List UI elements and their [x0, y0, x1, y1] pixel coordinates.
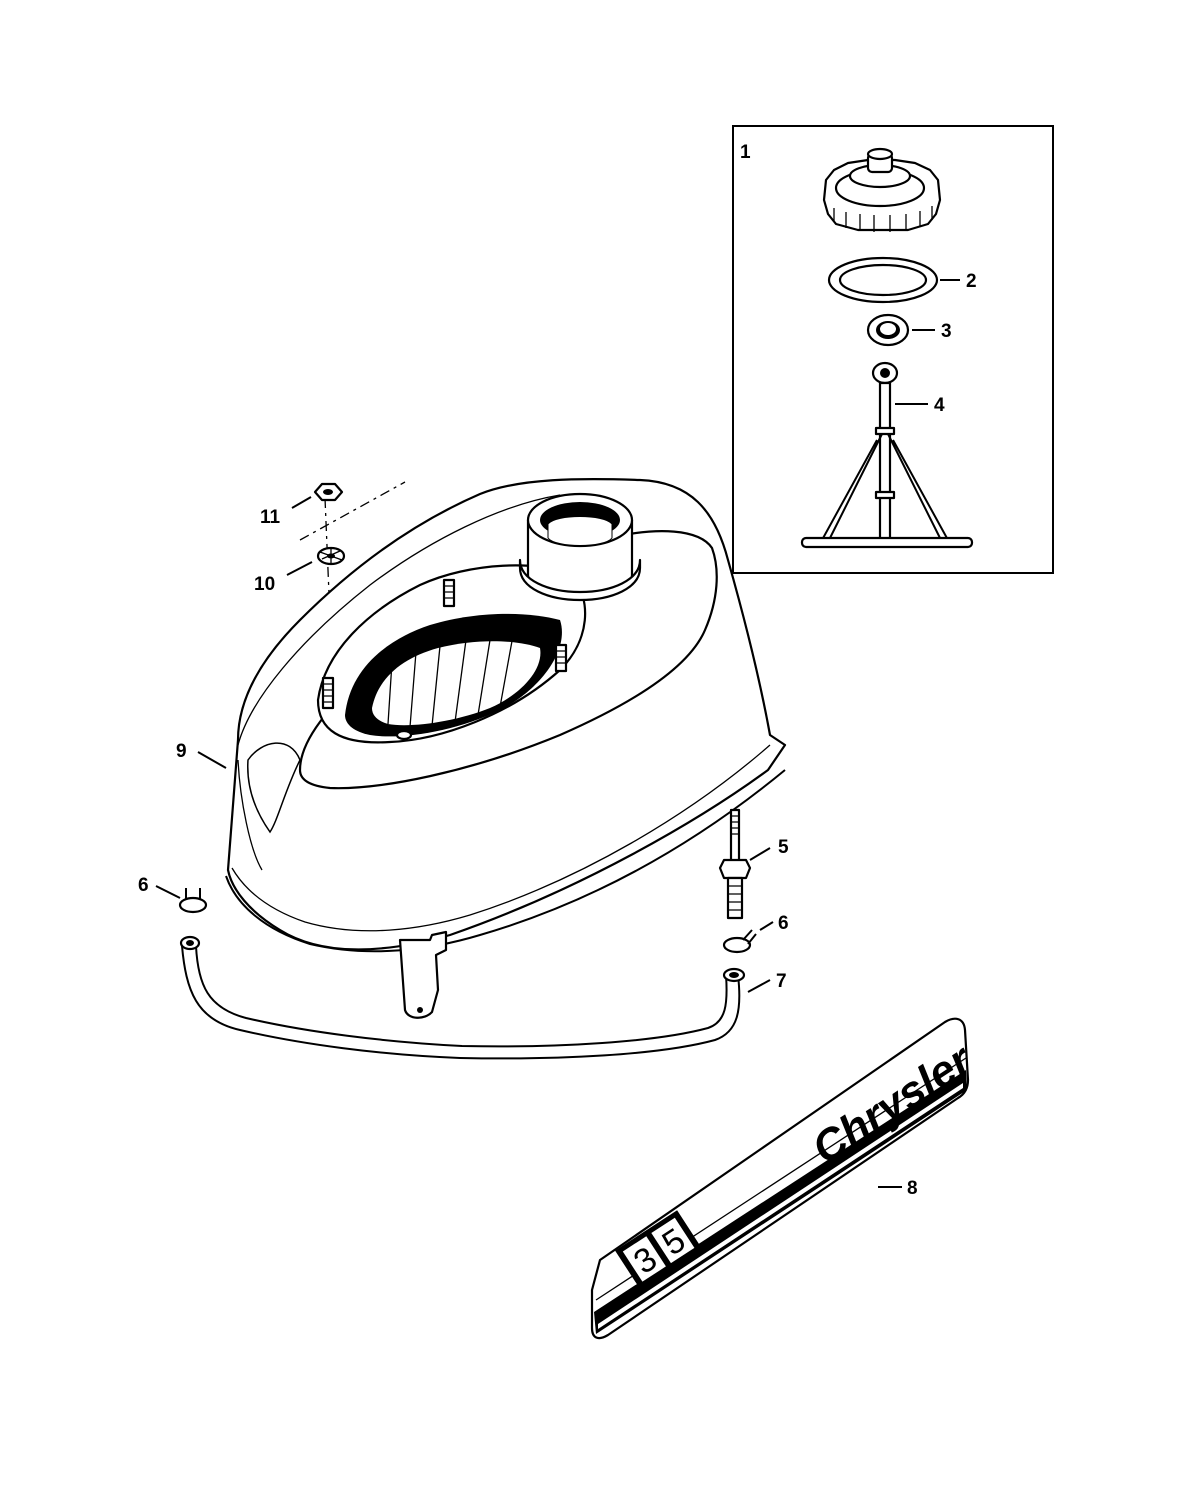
- fuel-cap: [822, 147, 942, 232]
- o-ring: [827, 256, 939, 304]
- fuel-pickup: [800, 361, 974, 549]
- callout-8: 8: [907, 1178, 918, 1199]
- callout-5: 5: [778, 837, 789, 858]
- lock-washer: [316, 546, 346, 566]
- callout-1: 1: [740, 142, 751, 163]
- fuel-tank: [225, 478, 787, 1019]
- decal-number-box: 3 5: [615, 1210, 703, 1290]
- callout-2: 2: [966, 271, 977, 292]
- callout-10: 10: [254, 574, 275, 595]
- callout-4: 4: [934, 395, 945, 416]
- fuel-cap-inset: [732, 125, 1054, 574]
- callout-6-left: 6: [138, 875, 149, 896]
- hose-clip-right: [722, 921, 774, 954]
- inset-frame: [732, 125, 1054, 574]
- grommet: [866, 313, 910, 347]
- hose-clip-left: [155, 885, 208, 914]
- callout-9: 9: [176, 741, 187, 762]
- chrysler-decal: Chrysler 3 5: [590, 1017, 983, 1340]
- hex-nut: [313, 482, 344, 502]
- callout-3: 3: [941, 321, 952, 342]
- tank-studs: [321, 578, 568, 741]
- callout-7: 7: [776, 971, 787, 992]
- fuel-hose: [179, 935, 771, 1060]
- callout-6-right: 6: [778, 913, 789, 934]
- callout-11: 11: [260, 507, 281, 528]
- fuel-fitting: [718, 808, 771, 920]
- filler-neck: [518, 492, 642, 602]
- tank-bracket: [398, 930, 448, 1019]
